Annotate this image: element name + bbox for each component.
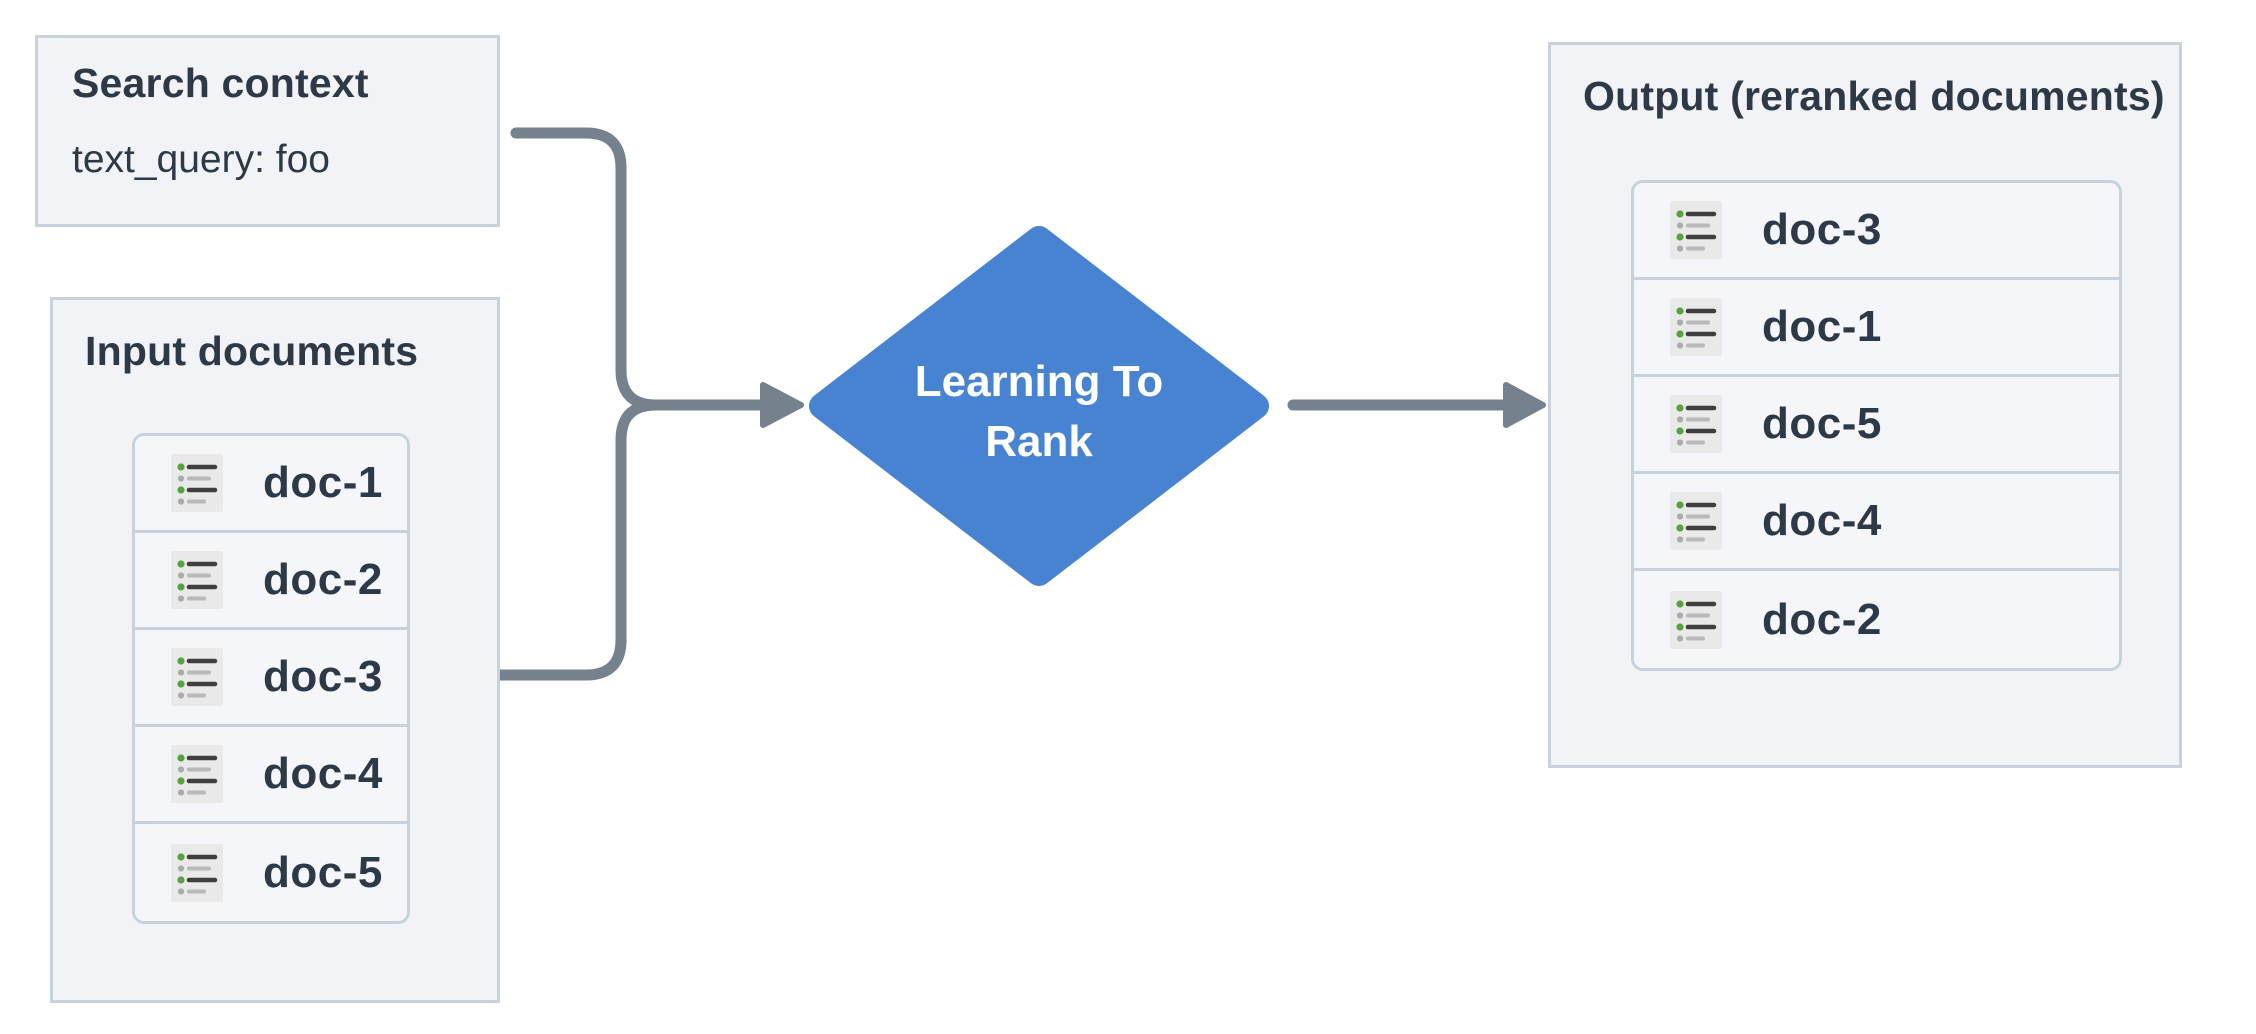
list-item: doc-3 xyxy=(135,630,407,727)
list-icon xyxy=(171,843,223,902)
list-item: doc-4 xyxy=(135,727,407,824)
output-box: Output (reranked documents) doc-3 doc-1 … xyxy=(1548,42,2182,768)
search-context-box: Search context text_query: foo xyxy=(35,35,500,227)
arrowhead-into-diamond xyxy=(760,382,804,428)
diamond-label-line2: Rank xyxy=(985,417,1093,466)
doc-label: doc-5 xyxy=(263,847,383,897)
list-icon xyxy=(171,551,223,609)
list-item: doc-5 xyxy=(135,824,407,921)
input-documents-title: Input documents xyxy=(85,328,419,374)
list-item: doc-4 xyxy=(1634,474,2119,571)
doc-label: doc-4 xyxy=(263,749,383,798)
doc-label: doc-3 xyxy=(1762,205,1882,254)
doc-label: doc-2 xyxy=(263,555,383,604)
list-item: doc-1 xyxy=(1634,280,2119,377)
list-icon xyxy=(171,745,223,803)
list-item: doc-1 xyxy=(135,436,407,533)
list-icon xyxy=(1670,395,1722,453)
output-title: Output (reranked documents) xyxy=(1583,73,2165,119)
list-icon xyxy=(171,454,223,512)
list-icon xyxy=(1670,298,1722,356)
doc-label: doc-2 xyxy=(1762,594,1882,644)
doc-label: doc-5 xyxy=(1762,399,1882,448)
doc-label: doc-3 xyxy=(263,652,383,701)
text-query-value: text_query: foo xyxy=(72,138,330,181)
list-icon xyxy=(1670,492,1722,550)
doc-label: doc-1 xyxy=(263,458,383,507)
list-icon xyxy=(1670,201,1722,259)
list-icon xyxy=(1670,590,1722,649)
search-context-title: Search context xyxy=(72,60,369,106)
list-item: doc-2 xyxy=(1634,571,2119,668)
list-item: doc-5 xyxy=(1634,377,2119,474)
doc-label: doc-1 xyxy=(1762,302,1882,351)
connector-search-context xyxy=(510,127,772,411)
input-documents-list: doc-1 doc-2 doc-3 doc-4 doc-5 xyxy=(132,433,410,924)
list-icon xyxy=(171,648,223,706)
learning-to-rank-node-label: Learning To Rank xyxy=(889,352,1189,472)
output-documents-list: doc-3 doc-1 doc-5 doc-4 doc-2 xyxy=(1631,180,2122,671)
list-item: doc-2 xyxy=(135,533,407,630)
diamond-label-line1: Learning To xyxy=(914,357,1164,406)
arrowhead-into-output xyxy=(1503,382,1546,428)
list-item: doc-3 xyxy=(1634,183,2119,280)
input-documents-box: Input documents doc-1 doc-2 doc-3 doc-4 … xyxy=(50,297,500,1003)
doc-label: doc-4 xyxy=(1762,496,1882,545)
connector-input-documents xyxy=(494,399,662,681)
